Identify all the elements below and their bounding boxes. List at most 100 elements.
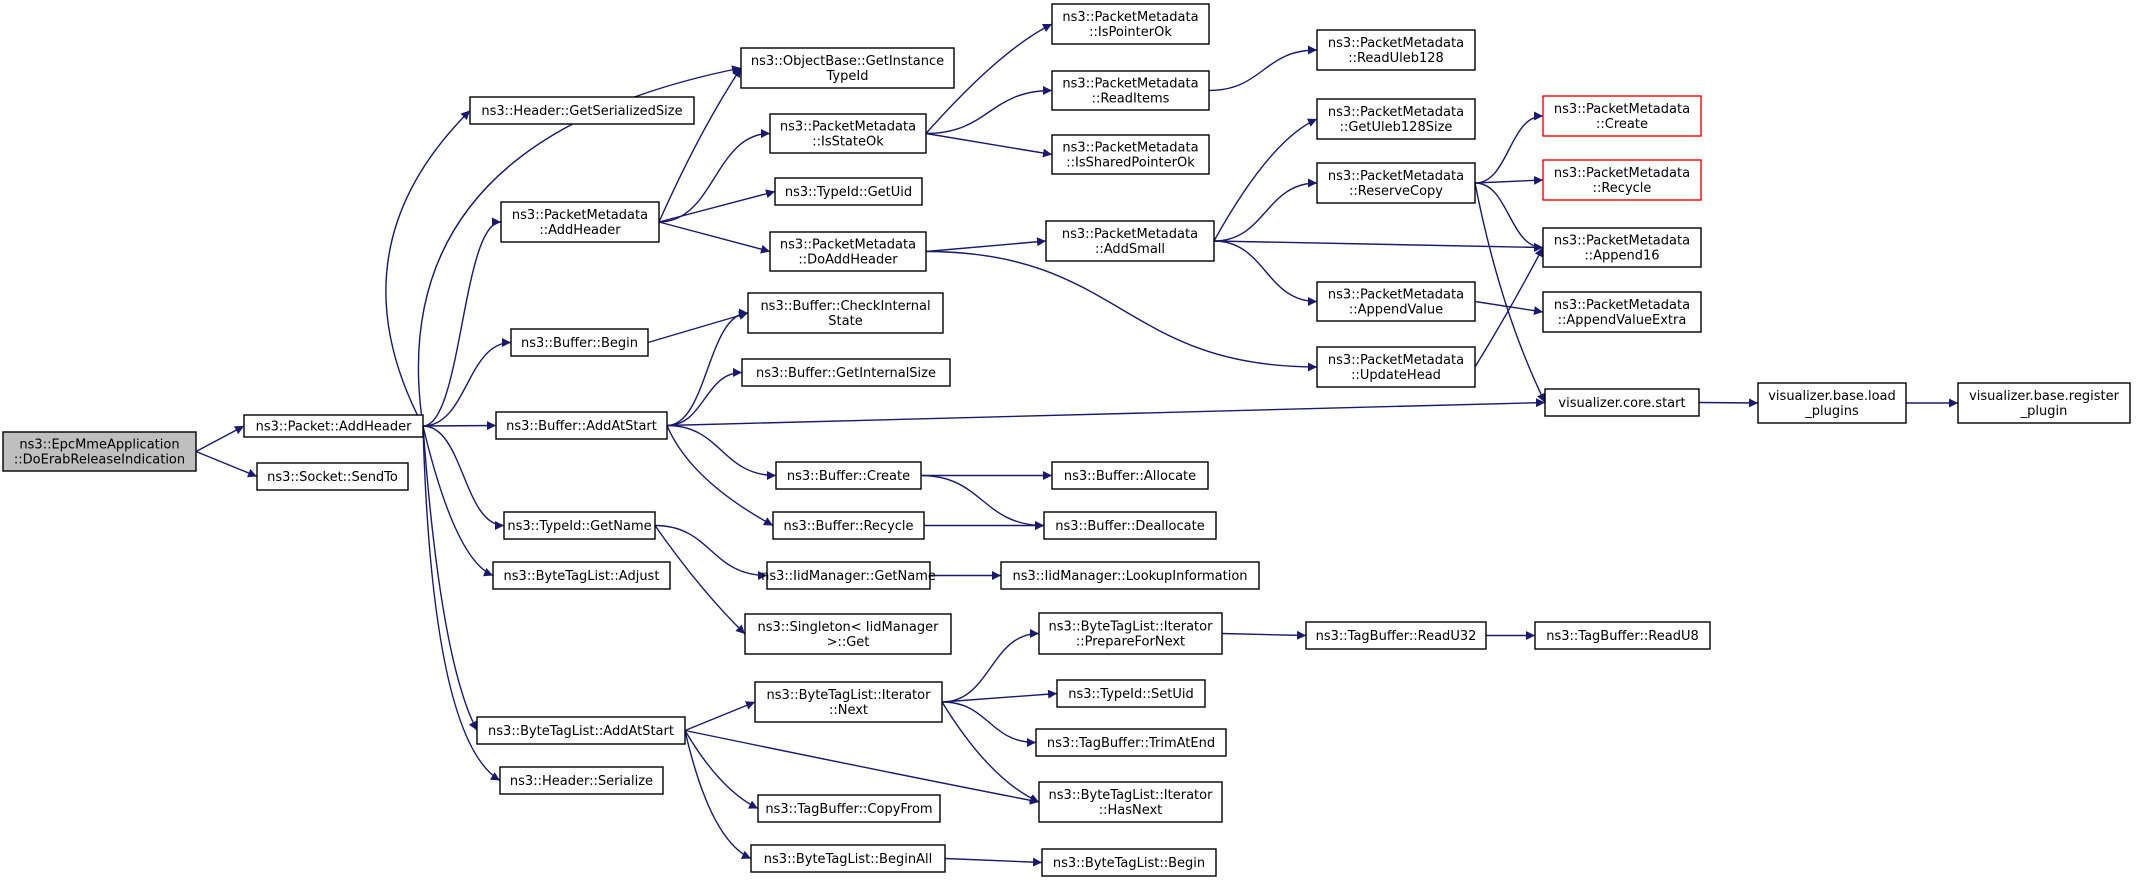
node-tbTrimAtEnd[interactable]: ns3::TagBuffer::TrimAtEnd [1035,728,1227,757]
node-bufCreate[interactable]: ns3::Buffer::Create [775,461,922,490]
node-box [741,358,951,387]
node-btliNext[interactable]: ns3::ByteTagList::Iterator::Next [754,681,943,723]
edge-root-to-sendTo [195,450,258,478]
edge-addHeader-to-bufBegin [422,338,512,427]
node-typeIdGetName[interactable]: ns3::TypeId::GetName [503,511,656,540]
node-pmReserveCopy[interactable]: ns3::PacketMetadata::ReserveCopy [1316,162,1476,204]
node-pmAppendValue[interactable]: ns3::PacketMetadata::AppendValue [1316,281,1476,322]
node-pmCreate[interactable]: ns3::PacketMetadata::Create [1542,95,1702,137]
node-pmUpdateHead[interactable]: ns3::PacketMetadata::UpdateHead [1316,346,1476,388]
node-headerSerialize[interactable]: ns3::Header::Serialize [499,766,664,795]
edge-line [925,132,1053,158]
node-tbReadU32[interactable]: ns3::TagBuffer::ReadU32 [1305,621,1487,650]
node-pmAddHeader[interactable]: ns3::PacketMetadata::AddHeader [500,201,660,243]
node-bufDeallocate[interactable]: ns3::Buffer::Deallocate [1043,511,1217,540]
node-pmAppend16[interactable]: ns3::PacketMetadata::Append16 [1542,227,1702,268]
edge-bufAddAtStart-to-bufRecycle [666,425,774,527]
node-bufAddAtStart[interactable]: ns3::Buffer::AddAtStart [495,411,668,440]
node-label-line: ::ReserveCopy [1349,184,1443,199]
node-label-line: ::ReadUleb128 [1348,51,1444,66]
node-label-line: ns3::PacketMetadata [512,208,648,223]
node-label-line: ns3::PacketMetadata [1328,353,1464,368]
edge-line [925,250,1318,372]
node-root[interactable]: ns3::EpcMmeApplication::DoErabReleaseInd… [2,431,197,472]
node-getSerializedSize[interactable]: ns3::Header::GetSerializedSize [469,96,695,125]
node-vizRegisterPlugin[interactable]: visualizer.base.register_plugin [1957,382,2131,424]
node-btlBegin[interactable]: ns3::ByteTagList::Begin [1041,848,1217,877]
node-bufGetInternalSize[interactable]: ns3::Buffer::GetInternalSize [741,358,951,387]
node-label-line: ns3::Buffer::Recycle [783,519,913,534]
node-pmIsStateOk[interactable]: ns3::PacketMetadata::IsStateOk [769,113,927,154]
edge-pmAddHeader-to-getInstanceTypeId [658,67,742,223]
node-pmGetUleb128Size[interactable]: ns3::PacketMetadata::GetUleb128Size [1316,98,1476,140]
node-tbCopyFrom[interactable]: ns3::TagBuffer::CopyFrom [757,794,941,823]
edge-pmAddSmall-to-pmReserveCopy [1213,178,1318,242]
node-box [1542,95,1702,137]
node-bufAllocate[interactable]: ns3::Buffer::Allocate [1051,461,1209,490]
node-pmReadItems[interactable]: ns3::PacketMetadata::ReadItems [1051,70,1210,111]
node-label-line: >::Get [827,635,870,650]
node-label-line: ns3::PacketMetadata [1554,102,1690,117]
node-box [1316,98,1476,140]
edge-pmAddSmall-to-pmGetUleb128Size [1213,118,1318,242]
node-label-line: _plugin [2020,404,2068,419]
edge-pmUpdateHead-to-pmAppend16 [1474,247,1544,368]
node-btliHasNext[interactable]: ns3::ByteTagList::Iterator::HasNext [1038,781,1223,823]
edge-line [666,308,749,427]
node-box [510,328,649,357]
edge-typeIdGetName-to-singletonGet [654,525,746,635]
node-addHeader[interactable]: ns3::Packet::AddHeader [243,414,424,438]
node-label-line: ns3::PacketMetadata [1328,105,1464,120]
node-label-line: ns3::Buffer::GetInternalSize [756,366,936,381]
node-box [2,431,197,472]
edge-pmReserveCopy-to-pmCreate [1474,111,1544,184]
node-box [744,613,952,655]
node-singletonGet[interactable]: ns3::Singleton< IidManager>::Get [744,613,952,655]
node-box [1544,388,1700,417]
node-pmReadUleb128[interactable]: ns3::PacketMetadata::ReadUleb128 [1316,29,1476,71]
edge-line [1474,111,1544,184]
node-vizCoreStart[interactable]: visualizer.core.start [1544,388,1700,417]
node-typeIdSetUid[interactable]: ns3::TypeId::SetUid [1056,679,1206,708]
node-btlBeginAll[interactable]: ns3::ByteTagList::BeginAll [750,844,946,873]
node-typeIdGetUid[interactable]: ns3::TypeId::GetUid [774,177,923,206]
node-tbReadU8[interactable]: ns3::TagBuffer::ReadU8 [1534,621,1711,650]
node-bufRecycle[interactable]: ns3::Buffer::Recycle [772,511,925,540]
node-label-line: visualizer.base.register [1969,389,2120,404]
node-iidLookup[interactable]: ns3::IidManager::LookupInformation [1000,561,1260,590]
node-pmIsSharedPointerOk[interactable]: ns3::PacketMetadata::IsSharedPointerOk [1051,134,1210,175]
node-vizLoadPlugins[interactable]: visualizer.base.load_plugins [1757,382,1907,424]
node-pmRecycle[interactable]: ns3::PacketMetadata::Recycle [1542,159,1702,201]
node-bufBegin[interactable]: ns3::Buffer::Begin [510,328,649,357]
node-label-line: ns3::ByteTagList::Iterator [767,688,932,703]
edge-line [385,110,471,427]
edge-vizCoreStart-to-vizLoadPlugins [1698,398,1759,408]
edge-line [684,730,752,860]
node-label-line: ns3::PacketMetadata [1062,77,1198,92]
node-box [1035,728,1227,757]
edge-line [666,424,777,480]
node-label-line: ::IsStateOk [812,135,884,150]
node-btlAdjust[interactable]: ns3::ByteTagList::Adjust [492,561,671,590]
edge-btliNext-to-btliHasNext [941,701,1040,803]
node-sendTo[interactable]: ns3::Socket::SendTo [256,462,409,491]
node-pmDoAddHeader[interactable]: ns3::PacketMetadata::DoAddHeader [769,231,927,272]
node-box [1316,162,1476,204]
edge-bufAddAtStart-to-bufCheckInternal [666,308,749,427]
edge-line [941,629,1040,703]
node-pmIsPointerOk[interactable]: ns3::PacketMetadata::IsPointerOk [1051,3,1210,45]
node-btlAddAtStart[interactable]: ns3::ByteTagList::AddAtStart [476,716,686,745]
node-btliPrepare[interactable]: ns3::ByteTagList::Iterator::PrepareForNe… [1038,612,1223,655]
node-pmAddSmall[interactable]: ns3::PacketMetadata::AddSmall [1045,220,1215,262]
node-label-line: ::IsPointerOk [1089,25,1172,40]
node-box [769,231,927,272]
node-pmAppendValueExtra[interactable]: ns3::PacketMetadata::AppendValueExtra [1542,291,1702,333]
edge-btlAddAtStart-to-tbCopyFrom [684,730,759,810]
node-label-line: ::GetUleb128Size [1340,120,1453,135]
node-box [757,794,941,823]
node-iidGetName[interactable]: ns3::IidManager::GetName [761,561,936,590]
node-box [740,47,955,89]
